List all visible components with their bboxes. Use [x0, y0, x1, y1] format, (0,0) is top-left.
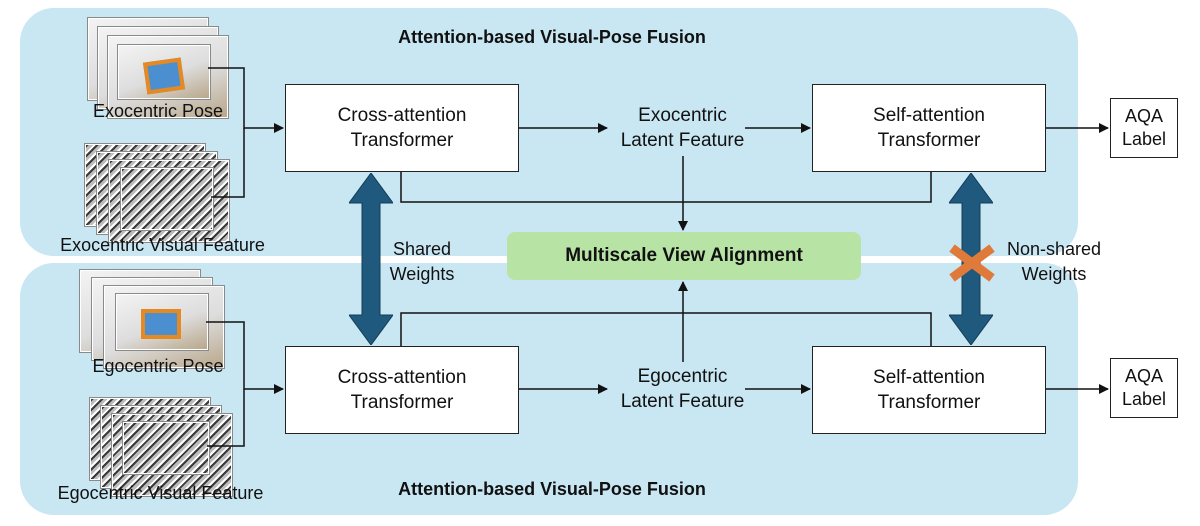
egocentric-cross-attention-box: Cross-attention Transformer [285, 346, 519, 434]
box-line: AQA [1124, 106, 1163, 126]
latent-line: Latent Feature [620, 130, 745, 151]
exocentric-visual-feature-label: Exocentric Visual Feature [60, 235, 265, 255]
weights-line: Non-shared [1006, 239, 1102, 259]
exocentric-self-attention-box: Self-attention Transformer [812, 84, 1046, 172]
latent-line: Exocentric [638, 105, 727, 126]
non-shared-weights-label: Non-shared Weights [998, 237, 1110, 287]
latent-line: Egocentric [637, 366, 728, 387]
egocentric-aqa-label-box: AQA Label [1110, 358, 1178, 418]
exocentric-aqa-label-box: AQA Label [1110, 98, 1178, 158]
bottom-panel-title: Attention-based Visual-Pose Fusion [398, 479, 706, 499]
egocentric-pose-label: Egocentric Pose [92, 356, 224, 376]
box-line: Transformer [350, 392, 454, 413]
weights-line: Weights [389, 264, 455, 284]
exocentric-latent-feature-label: Exocentric Latent Feature [600, 103, 765, 153]
box-line: Label [1121, 129, 1167, 149]
box-line: Cross-attention [337, 367, 467, 388]
exocentric-cross-attention-box: Cross-attention Transformer [285, 84, 519, 172]
latent-line: Latent Feature [620, 391, 745, 412]
box-line: Self-attention [873, 105, 985, 126]
cross-mark-icon [949, 244, 995, 282]
box-line: Transformer [877, 392, 981, 413]
shared-weights-arrow-icon [349, 173, 393, 345]
weights-line: Shared [392, 239, 452, 259]
box-line: AQA [1124, 366, 1163, 386]
shared-weights-label: Shared Weights [382, 237, 462, 287]
exocentric-pose-label: Exocentric Pose [92, 101, 224, 121]
box-line: Cross-attention [337, 105, 467, 126]
box-line: Self-attention [873, 367, 985, 388]
egocentric-latent-feature-label: Egocentric Latent Feature [600, 364, 765, 414]
box-line: Transformer [877, 130, 981, 151]
egocentric-self-attention-box: Self-attention Transformer [812, 346, 1046, 434]
top-panel-title: Attention-based Visual-Pose Fusion [398, 27, 706, 47]
egocentric-visual-feature-label: Egocentric Visual Feature [57, 483, 264, 503]
weights-line: Weights [1021, 264, 1087, 284]
box-line: Transformer [350, 130, 454, 151]
multiscale-view-alignment-box: Multiscale View Alignment [507, 232, 861, 280]
box-line: Label [1121, 389, 1167, 409]
